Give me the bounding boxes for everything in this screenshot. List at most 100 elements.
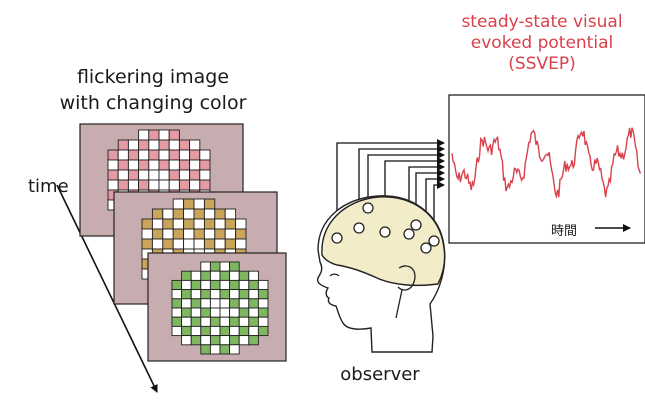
grid-tile: [248, 298, 259, 309]
grid-tile: [181, 298, 192, 309]
grid-tile: [219, 335, 231, 346]
grid-tile: [219, 298, 231, 309]
grid-tile: [141, 238, 153, 250]
time-axis-label: 時間: [551, 224, 578, 239]
grid-tile: [193, 218, 205, 230]
ssvep-waveform: [451, 127, 642, 199]
grid-tile: [148, 179, 160, 191]
grid-tile: [172, 198, 185, 210]
grid-tile: [189, 179, 201, 191]
grid-tile: [248, 335, 259, 346]
grid-tile: [183, 238, 195, 250]
grid-tile: [107, 149, 119, 161]
grid-tile: [200, 261, 211, 272]
flicker-panel-3: [147, 252, 287, 362]
grid-tile: [200, 316, 211, 327]
grid-tile: [193, 208, 205, 220]
grid-tile: [189, 139, 201, 151]
grid-tile: [181, 335, 192, 346]
grid-tile: [189, 159, 201, 171]
grid-tile: [200, 325, 211, 337]
grid-tile: [219, 279, 231, 291]
signal-box: [448, 94, 645, 244]
grid-tile: [209, 289, 221, 300]
grid-tile: [183, 218, 195, 230]
grid-tile: [190, 270, 202, 281]
grid-tile: [168, 169, 180, 181]
grid-tile: [224, 238, 237, 250]
grid-tile: [209, 325, 221, 337]
grid-tile: [200, 298, 211, 309]
grid-tile: [181, 307, 192, 318]
grid-tile: [200, 307, 211, 318]
grid-tile: [224, 218, 237, 230]
checker-grid-green: [171, 261, 269, 355]
observer-label: observer: [340, 364, 420, 385]
grid-tile: [219, 316, 231, 327]
grid-tile: [209, 316, 221, 327]
eeg-waveform-icon: [448, 94, 645, 244]
grid-tile: [209, 261, 221, 272]
grid-tile: [190, 307, 202, 318]
grid-tile: [209, 344, 221, 355]
grid-tile: [127, 159, 140, 171]
grid-tile: [117, 149, 129, 161]
grid-tile: [178, 169, 191, 181]
grid-tile: [235, 228, 247, 240]
grid-tile: [193, 198, 205, 210]
eye: [329, 273, 340, 277]
grid-tile: [183, 228, 195, 240]
grid-tile: [224, 228, 237, 240]
grid-tile: [203, 198, 216, 210]
grid-tile: [148, 149, 160, 161]
grid-tile: [172, 238, 185, 250]
grid-tile: [248, 270, 259, 281]
grid-tile: [178, 149, 191, 161]
grid-tile: [203, 238, 216, 250]
grid-tile: [127, 179, 140, 191]
grid-tile: [117, 169, 129, 181]
grid-tile: [190, 325, 202, 337]
grid-tile: [178, 159, 191, 171]
grid-tile: [229, 307, 240, 318]
grid-tile: [158, 149, 170, 161]
grid-tile: [209, 335, 221, 346]
grid-tile: [238, 289, 250, 300]
grid-tile: [214, 228, 226, 240]
grid-tile: [235, 238, 247, 250]
grid-tile: [168, 139, 180, 151]
grid-tile: [248, 289, 259, 300]
grid-tile: [181, 316, 192, 327]
grid-tile: [168, 159, 180, 171]
grid-tile: [107, 179, 119, 191]
grid-tile: [203, 208, 216, 220]
grid-tile: [200, 335, 211, 346]
grid-tile: [168, 179, 180, 191]
grid-tile: [229, 325, 240, 337]
grid-tile: [158, 139, 170, 151]
grid-tile: [190, 298, 202, 309]
grid-tile: [248, 325, 259, 337]
grid-tile: [117, 179, 129, 191]
grid-tile: [138, 129, 150, 141]
grid-tile: [172, 208, 185, 220]
flickering-label-line2: with changing color: [59, 92, 247, 114]
grid-tile: [200, 279, 211, 291]
grid-tile: [148, 129, 160, 141]
grid-tile: [178, 179, 191, 191]
grid-tile: [203, 218, 216, 230]
grid-tile: [229, 316, 240, 327]
ssvep-label: steady-state visual evoked potential (SS…: [437, 12, 645, 75]
grid-tile: [148, 169, 160, 181]
grid-tile: [238, 298, 250, 309]
grid-tile: [248, 279, 259, 291]
flickering-label-line1: flickering image: [76, 66, 230, 88]
grid-tile: [117, 159, 129, 171]
grid-tile: [183, 208, 195, 220]
grid-tile: [158, 129, 170, 141]
grid-tile: [190, 279, 202, 291]
grid-tile: [189, 149, 201, 161]
grid-tile: [172, 228, 185, 240]
grid-tile: [257, 316, 269, 327]
grid-tile: [171, 307, 183, 318]
